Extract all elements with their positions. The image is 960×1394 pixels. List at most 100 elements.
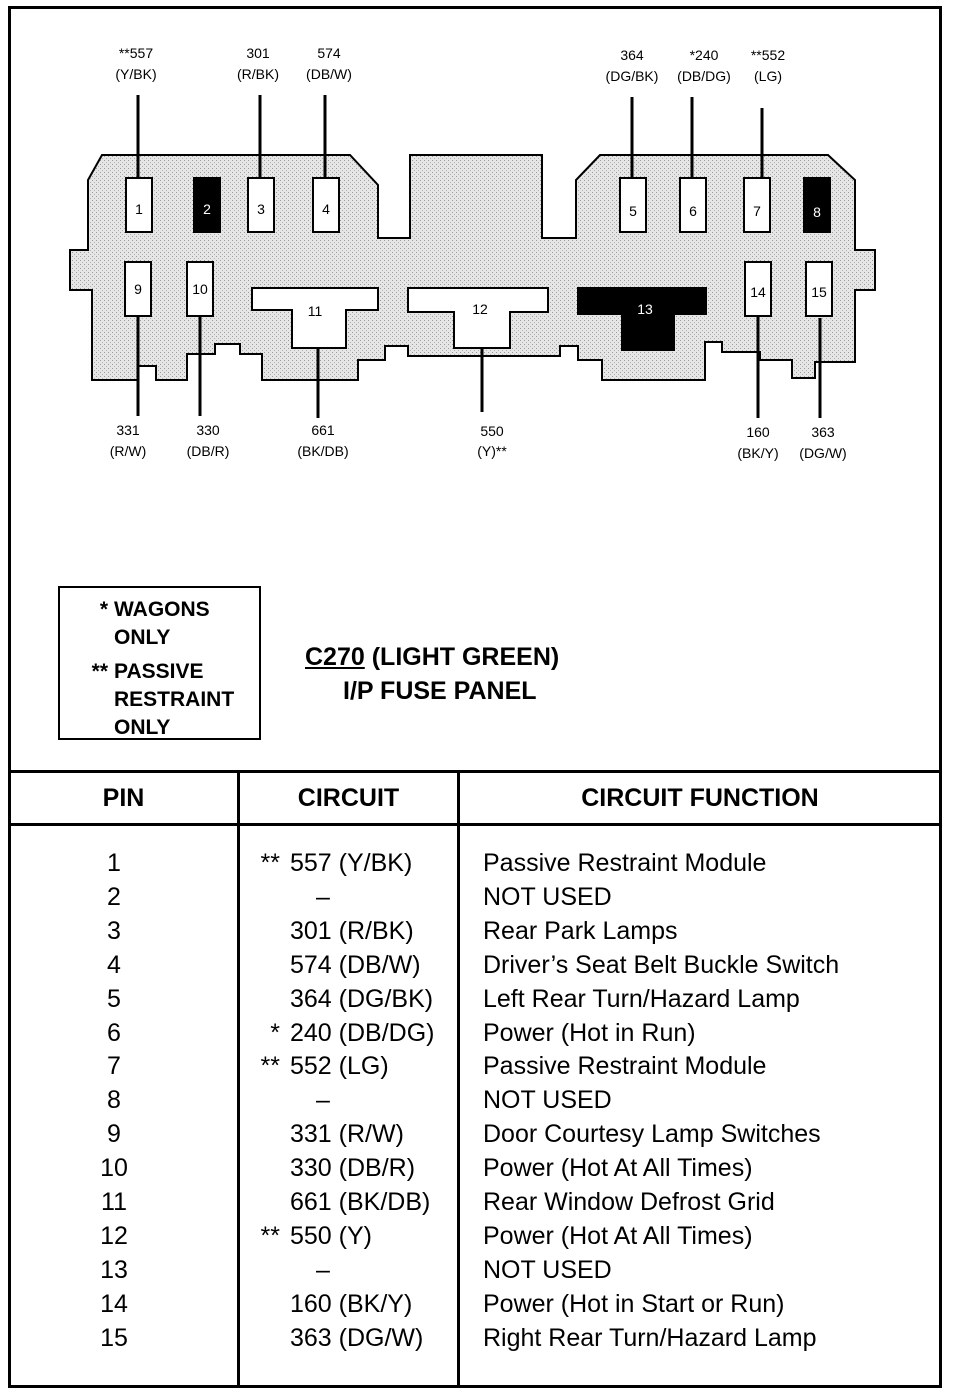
- cavity-8: [803, 177, 831, 233]
- wire-circuit: 330: [196, 422, 220, 438]
- function-cell: Driver’s Seat Belt Buckle Switch: [483, 950, 840, 979]
- circuit-cell: 574 (DB/W): [290, 950, 421, 979]
- pin-number: 8: [813, 204, 821, 220]
- pin-number: 13: [637, 301, 653, 317]
- cavity-3: [247, 177, 275, 233]
- cavity-2: [193, 177, 221, 233]
- pin-cell: 7: [107, 1052, 121, 1081]
- circuit-cell: 364 (DG/BK): [290, 984, 434, 1013]
- cavity-13: [577, 287, 707, 351]
- cavity-14: [744, 261, 772, 317]
- circuit-cell: 331 (R/W): [290, 1120, 404, 1149]
- table-row: 6*240 (DB/DG)Power (Hot in Run): [0, 1016, 940, 1050]
- pin-cell: 12: [100, 1221, 128, 1250]
- function-cell: Power (Hot At All Times): [483, 1154, 753, 1183]
- cavity-7: [743, 177, 771, 233]
- table-row: 4 574 (DB/W) Driver’s Seat Belt Buckle Swi…: [0, 948, 940, 982]
- function-cell: Power (Hot At All Times): [483, 1221, 753, 1250]
- wire-color: (BK/Y): [737, 445, 778, 461]
- connector-diagram: 1 2 3 4 5 6 7 8 9 10 11 12 13 14 15 **55…: [69, 45, 876, 461]
- wire-color: (LG): [754, 68, 782, 84]
- legend-text-line: RESTRAINT: [114, 688, 235, 711]
- legend-text-line: ONLY: [114, 626, 171, 649]
- wire-circuit: *240: [690, 47, 719, 63]
- pin-cell: 4: [107, 950, 121, 979]
- pin-number: 7: [753, 203, 761, 219]
- pin-number: 4: [322, 201, 330, 217]
- wire-color: (Y)**: [477, 443, 507, 459]
- wire-circuit: 331: [116, 422, 140, 438]
- table-row: 7**552 (LG)Passive Restraint Module: [0, 1049, 940, 1083]
- column-header-function: CIRCUIT FUNCTION: [581, 784, 819, 812]
- cavity-1: [125, 177, 153, 233]
- connector-name: I/P FUSE PANEL: [343, 677, 537, 705]
- circuit-cell: 240 (DB/DG): [290, 1018, 435, 1047]
- cavity-15: [805, 261, 833, 317]
- function-cell: Power (Hot in Run): [483, 1018, 696, 1047]
- function-cell: Passive Restraint Module: [483, 849, 767, 877]
- table-row: 1**557 (Y/BK)Passive Restraint Module: [0, 846, 940, 880]
- cavity-12: [407, 287, 549, 349]
- wire-circuit: 574: [317, 45, 341, 61]
- function-cell: Left Rear Turn/Hazard Lamp: [483, 984, 800, 1013]
- wire-color: (Y/BK): [115, 66, 156, 82]
- pin-number: 9: [134, 281, 142, 297]
- cavity-9: [124, 261, 152, 317]
- wire-circuit: 661: [311, 422, 335, 438]
- table-top-rule: [8, 770, 942, 773]
- pin-cell: 2: [107, 882, 121, 911]
- pin-cell: 10: [100, 1154, 128, 1183]
- function-cell: Passive Restraint Module: [483, 1052, 767, 1081]
- pin-number: 6: [689, 203, 697, 219]
- connector-title: C270 (LIGHT GREEN) I/P FUSE PANEL: [305, 640, 559, 708]
- cavity-4: [312, 177, 340, 233]
- cavity-6: [679, 177, 707, 233]
- circuit-cell: 160 (BK/Y): [290, 1289, 413, 1318]
- footnote-mark-cell: **: [260, 849, 280, 877]
- pin-cell: 9: [107, 1120, 121, 1149]
- table-header-rule: [8, 823, 942, 826]
- legend-text-line: ONLY: [114, 716, 171, 739]
- function-cell: NOT USED: [483, 1255, 612, 1284]
- pin-cell: 13: [100, 1255, 128, 1284]
- wire-color: (R/W): [110, 443, 147, 459]
- wire-color: (BK/DB): [297, 443, 348, 459]
- wire-circuit: **557: [119, 45, 153, 61]
- wire-circuit: **552: [751, 47, 785, 63]
- table-row: 2–NOT USED: [0, 880, 940, 914]
- wire-color: (DB/W): [306, 66, 352, 82]
- table-row: 13 – NOT USED: [0, 1253, 940, 1287]
- circuit-cell: 301 (R/BK): [290, 916, 414, 945]
- table-row: 8–NOT USED: [0, 1083, 940, 1117]
- circuit-cell: 330 (DB/R): [290, 1154, 416, 1183]
- wire-leads: [136, 95, 822, 418]
- pin-number: 12: [472, 301, 488, 317]
- footnote-mark-cell: **: [260, 1052, 280, 1081]
- function-cell: Rear Park Lamps: [483, 916, 678, 945]
- pin-cell: 5: [107, 984, 121, 1013]
- wire-circuit: 301: [246, 45, 270, 61]
- wire-color: (DG/W): [799, 445, 846, 461]
- circuit-cell: –: [316, 882, 330, 911]
- circuit-cell: 557 (Y/BK): [290, 849, 413, 877]
- table-row: 10 330 (DB/R) Power (Hot At All Times): [0, 1151, 940, 1185]
- pin-cell: 15: [100, 1323, 128, 1352]
- wire-color: (DB/DG): [677, 68, 731, 84]
- circuit-cell: 661 (BK/DB): [290, 1188, 431, 1216]
- wire-labels: **557 (Y/BK) 301 (R/BK) 574 (DB/W) 364 (…: [110, 45, 847, 461]
- table-column-divider: [237, 770, 240, 1388]
- footnote-mark-cell: **: [260, 1221, 280, 1250]
- pin-cell: 8: [107, 1086, 121, 1115]
- function-cell: Power (Hot in Start or Run): [483, 1289, 785, 1318]
- pin-number: 2: [203, 201, 211, 217]
- cavity-5: [619, 177, 647, 233]
- pin-number: 14: [750, 284, 766, 300]
- column-header-pin: PIN: [102, 784, 145, 812]
- page-frame: [8, 6, 942, 1388]
- circuit-cell: –: [316, 1255, 330, 1284]
- pin-number: 11: [308, 303, 323, 319]
- table-row: 12**550 (Y)Power (Hot At All Times): [0, 1219, 940, 1253]
